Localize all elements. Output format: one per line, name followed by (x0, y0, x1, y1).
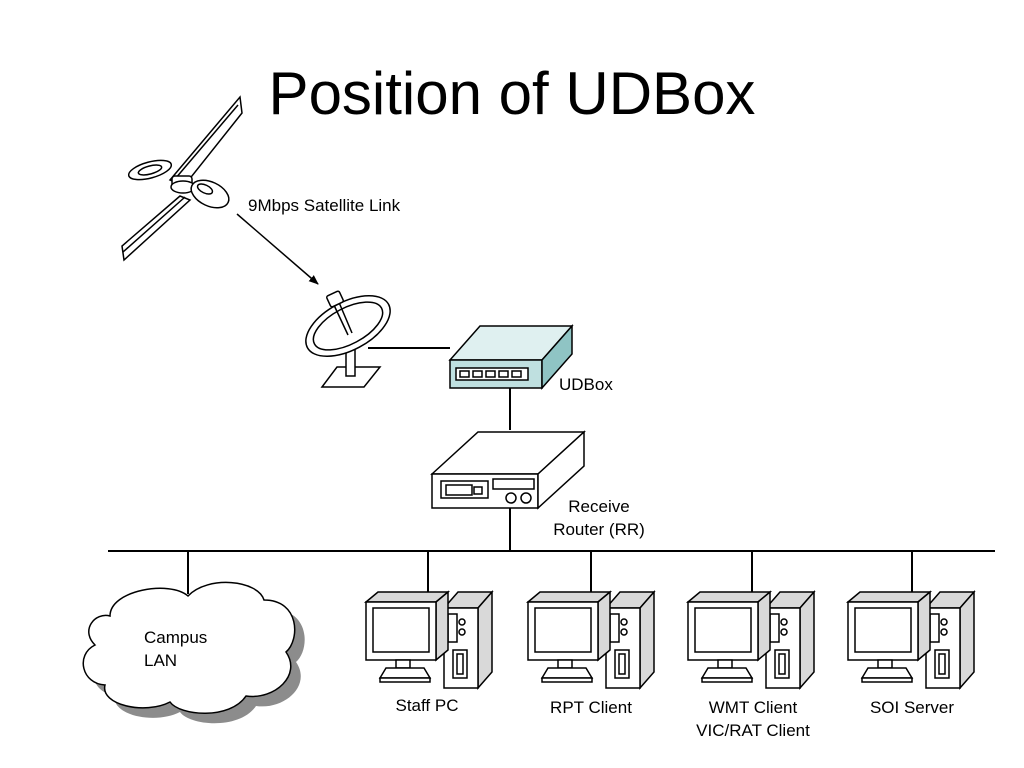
computer-label-line1: Staff PC (395, 696, 459, 715)
campus-lan-label-line1: Campus (144, 628, 208, 647)
satellite-icon (121, 95, 243, 262)
computer-label-rpt-client: RPT Client (521, 696, 661, 719)
campus-cloud (82, 581, 296, 714)
udbox-label: UDBox (559, 375, 613, 394)
connection-lines (108, 347, 995, 594)
computer-label-line1: SOI Server (869, 698, 955, 717)
udbox-side (541, 324, 573, 390)
campus-lan-cloud-icon (82, 581, 305, 724)
computer-label-line2: VIC/RAT Client (696, 721, 810, 740)
slide-title: Position of UDBox (268, 60, 756, 127)
receive-router-label-line2: Router (RR) (553, 520, 645, 539)
computer-label-staff-pc: Staff PC (357, 694, 497, 717)
satellite-link-label: 9Mbps Satellite Link (248, 196, 401, 215)
computer-icon-staff-pc (363, 590, 494, 690)
satellite-dish-icon (305, 290, 391, 388)
campus-lan-label: Campus LAN (144, 626, 207, 672)
udbox-device-icon (448, 324, 574, 390)
computer-icon-rpt-client (525, 590, 656, 690)
satellite-link-arrow (236, 213, 319, 285)
computer-label-wmt-client: WMT Client VIC/RAT Client (673, 696, 833, 742)
computer-label-line1: RPT Client (550, 698, 632, 717)
receive-router-label-line1: Receive (568, 497, 630, 516)
computer-label-line1: WMT Client (708, 698, 798, 717)
receive-router-label: Receive Router (RR) (536, 495, 662, 541)
receive-router-icon (430, 430, 586, 510)
computer-icon-wmt-client (685, 590, 816, 690)
campus-lan-label-line2: LAN (144, 651, 178, 670)
computer-label-soi-server: SOI Server (842, 696, 982, 719)
computer-icon-soi-server (845, 590, 976, 690)
